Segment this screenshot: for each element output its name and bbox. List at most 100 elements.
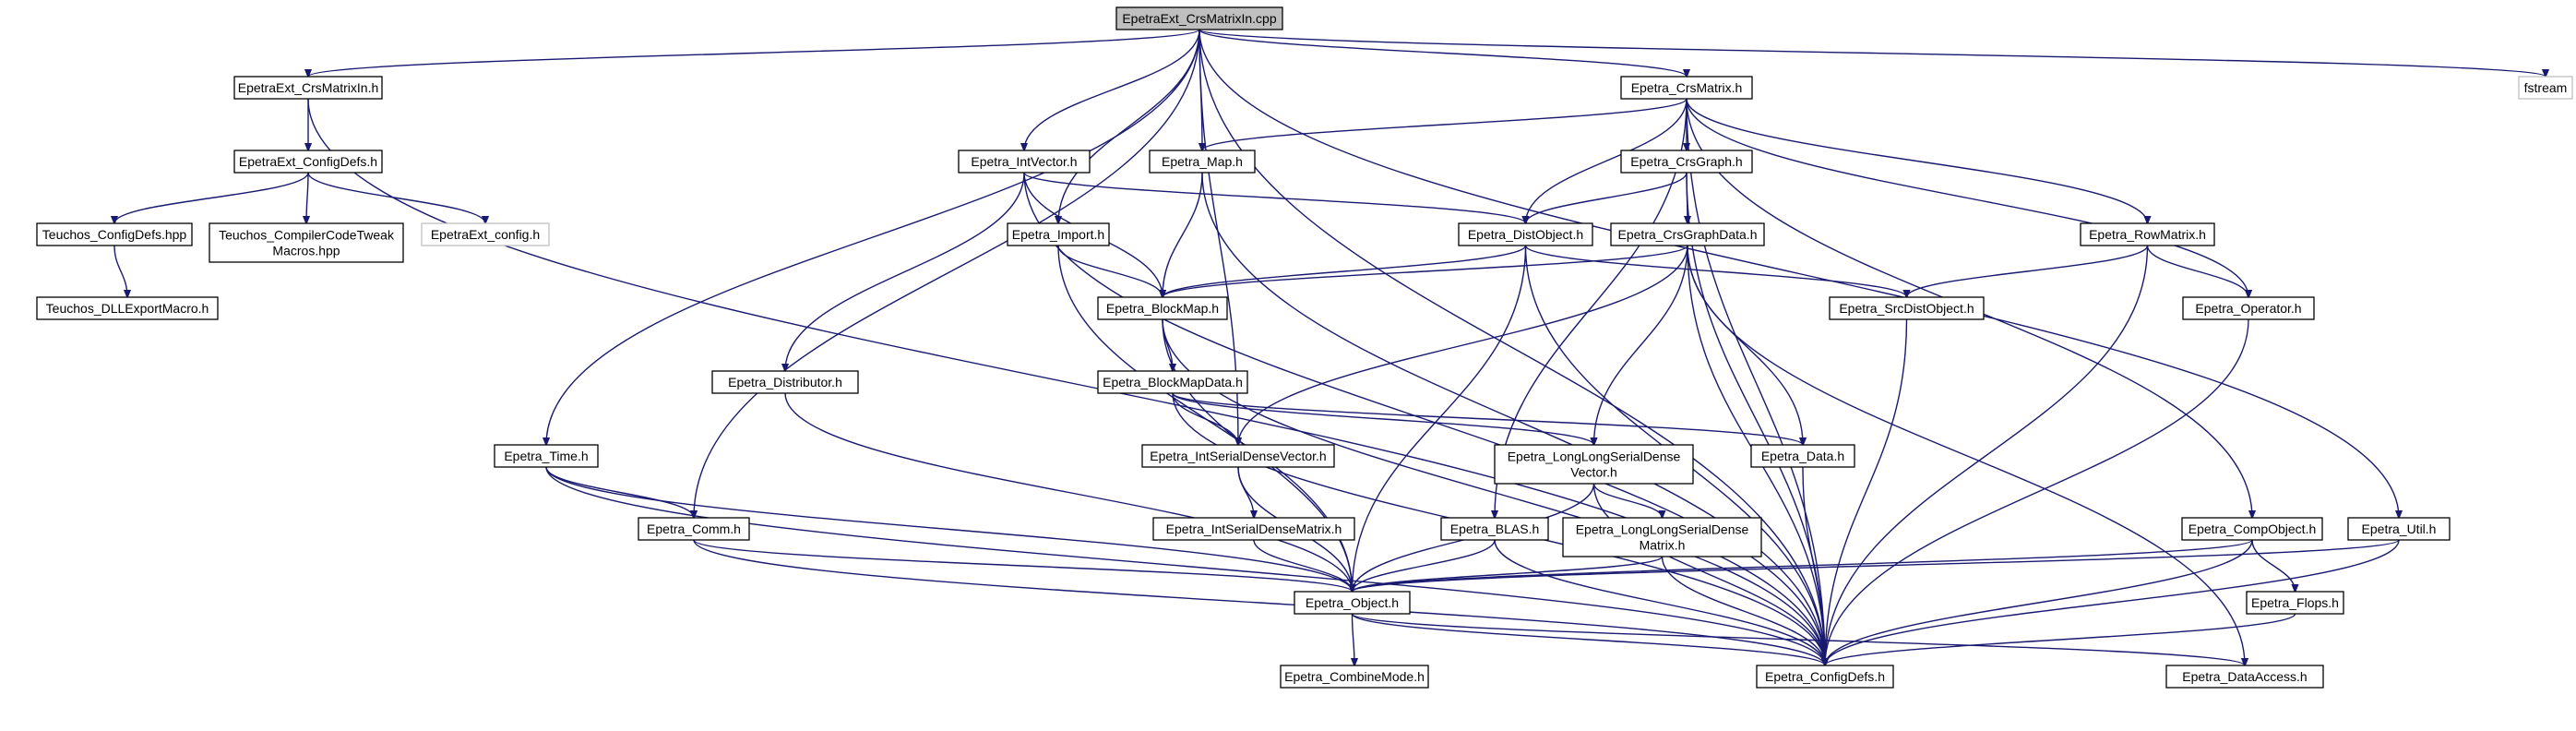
node-configdefs[interactable]: Epetra_ConfigDefs.h	[1756, 665, 1894, 689]
node-teuchosconfig[interactable]: Teuchos_ConfigDefs.hpp	[36, 222, 193, 246]
node-teuchosdll[interactable]: Teuchos_DLLExportMacro.h	[36, 296, 219, 320]
edge-blockmap-to-configdefs	[1162, 318, 1825, 665]
node-label: Epetra_Object.h	[1306, 595, 1399, 610]
node-box	[421, 222, 550, 246]
node-extconfigh: EpetraExt_config.h	[421, 222, 550, 246]
node-box	[494, 444, 599, 468]
node-label: Epetra_DistObject.h	[1468, 227, 1583, 242]
node-data[interactable]: Epetra_Data.h	[1750, 444, 1855, 468]
node-label: EpetraExt_config.h	[431, 227, 540, 242]
node-distributor[interactable]: Epetra_Distributor.h	[711, 370, 859, 394]
node-box	[233, 150, 383, 174]
node-label: Epetra_SrcDistObject.h	[1839, 301, 1974, 316]
node-intserialdensevector[interactable]: Epetra_IntSerialDenseVector.h	[1141, 444, 1335, 468]
node-label: EpetraExt_CrsMatrixIn.h	[238, 80, 379, 95]
node-blockmap[interactable]: Epetra_BlockMap.h	[1097, 296, 1228, 320]
node-box	[2080, 222, 2215, 246]
edge-root-to-crsmatrix	[1199, 29, 1687, 77]
edge-extconfig-to-teuchosconfig	[114, 172, 309, 223]
edge-compobject-to-flops	[2251, 539, 2296, 592]
node-rowmatrix[interactable]: Epetra_RowMatrix.h	[2080, 222, 2215, 246]
node-map[interactable]: Epetra_Map.h	[1149, 150, 1256, 174]
node-crsmatrix[interactable]: Epetra_CrsMatrix.h	[1620, 76, 1753, 100]
edge-root-to-intvector	[1024, 29, 1200, 150]
edge-extcrsin-to-configdefs	[307, 98, 1825, 665]
node-root[interactable]: EpetraExt_CrsMatrixIn.cpp	[1115, 6, 1283, 30]
node-time[interactable]: Epetra_Time.h	[494, 444, 599, 468]
edge-data-to-configdefs	[1802, 466, 1825, 665]
edge-distobject-to-object	[1353, 245, 1527, 592]
node-box	[2182, 296, 2315, 320]
edge-crsgraph-to-configdefs	[1686, 172, 1825, 665]
node-box	[2347, 517, 2451, 541]
node-extconfig[interactable]: EpetraExt_ConfigDefs.h	[233, 150, 383, 174]
edge-crsgraphdata-to-blockmap	[1163, 245, 1688, 297]
node-label: Epetra_LongLongSerialDense	[1508, 449, 1681, 464]
node-comm[interactable]: Epetra_Comm.h	[638, 517, 750, 541]
node-import[interactable]: Epetra_Import.h	[1007, 222, 1110, 246]
node-label: Epetra_BlockMap.h	[1106, 301, 1219, 316]
edge-root-to-util	[1199, 29, 2399, 518]
node-intserialdensematrix[interactable]: Epetra_IntSerialDenseMatrix.h	[1152, 517, 1355, 541]
node-box	[1620, 76, 1753, 100]
edge-srcdistobject-to-configdefs	[1825, 318, 1908, 665]
node-box	[1562, 517, 1762, 557]
node-label: Teuchos_ConfigDefs.hpp	[42, 227, 187, 242]
edge-teuchosconfig-to-teuchosdll	[113, 245, 127, 297]
node-crsgraph[interactable]: Epetra_CrsGraph.h	[1620, 150, 1753, 174]
node-box	[1494, 444, 1694, 485]
node-box	[2246, 591, 2344, 615]
edge-comm-to-configdefs	[693, 539, 1825, 665]
edge-root-to-comm	[694, 29, 1200, 518]
node-dataaccess[interactable]: Epetra_DataAccess.h	[2165, 665, 2324, 689]
edge-crsgraphdata-to-intserialdensevector	[1238, 245, 1688, 445]
edge-util-to-object	[1353, 539, 2400, 592]
node-compobject[interactable]: Epetra_CompObject.h	[2181, 517, 2323, 541]
edge-root-to-import	[1058, 29, 1200, 223]
node-intvector[interactable]: Epetra_IntVector.h	[958, 150, 1091, 174]
node-label: Epetra_Operator.h	[2195, 301, 2301, 316]
edge-rowmatrix-to-srcdistobject	[1907, 245, 2149, 297]
edge-crsmatrix-to-distobject	[1526, 98, 1688, 223]
node-blockmapdata[interactable]: Epetra_BlockMapData.h	[1097, 370, 1248, 394]
edge-blockmapdata-to-intserialdensevector	[1172, 392, 1238, 445]
node-blas[interactable]: Epetra_BLAS.h	[1440, 517, 1549, 541]
node-fstream: fstream	[2518, 76, 2573, 100]
edge-distobject-to-blockmap	[1163, 245, 1527, 297]
node-label: Epetra_LongLongSerialDense	[1576, 522, 1749, 537]
edge-comm-to-object	[693, 539, 1353, 592]
node-box	[2518, 76, 2573, 100]
node-box	[233, 76, 383, 100]
node-extcrsin[interactable]: EpetraExt_CrsMatrixIn.h	[233, 76, 383, 100]
edge-layer	[113, 29, 2546, 665]
node-label: Epetra_RowMatrix.h	[2089, 227, 2206, 242]
node-object[interactable]: Epetra_Object.h	[1294, 591, 1411, 615]
edge-root-to-extcrsin	[308, 29, 1200, 77]
node-util[interactable]: Epetra_Util.h	[2347, 517, 2451, 541]
node-distobject[interactable]: Epetra_DistObject.h	[1458, 222, 1593, 246]
node-srcdistobject[interactable]: Epetra_SrcDistObject.h	[1829, 296, 1985, 320]
node-label: Epetra_IntSerialDenseMatrix.h	[1166, 521, 1342, 536]
node-box	[1750, 444, 1855, 468]
node-label: Epetra_Map.h	[1162, 154, 1243, 169]
node-box	[1620, 150, 1753, 174]
node-label: Macros.hpp	[272, 244, 340, 258]
node-label: Teuchos_CompilerCodeTweak	[219, 228, 395, 243]
edge-root-to-time	[546, 29, 1200, 445]
node-flops[interactable]: Epetra_Flops.h	[2246, 591, 2344, 615]
node-box	[1141, 444, 1335, 468]
edge-time-to-object	[545, 466, 1353, 592]
node-operator[interactable]: Epetra_Operator.h	[2182, 296, 2315, 320]
node-crsgraphdata[interactable]: Epetra_CrsGraphData.h	[1610, 222, 1765, 246]
node-box	[1149, 150, 1256, 174]
node-label: fstream	[2524, 80, 2568, 95]
node-combinemode[interactable]: Epetra_CombineMode.h	[1280, 665, 1429, 689]
edge-object-to-dataaccess	[1351, 613, 2246, 665]
edge-time-to-comm	[545, 466, 694, 518]
node-label: Epetra_ConfigDefs.h	[1765, 669, 1885, 684]
edge-root-to-configdefs	[1199, 29, 1825, 665]
